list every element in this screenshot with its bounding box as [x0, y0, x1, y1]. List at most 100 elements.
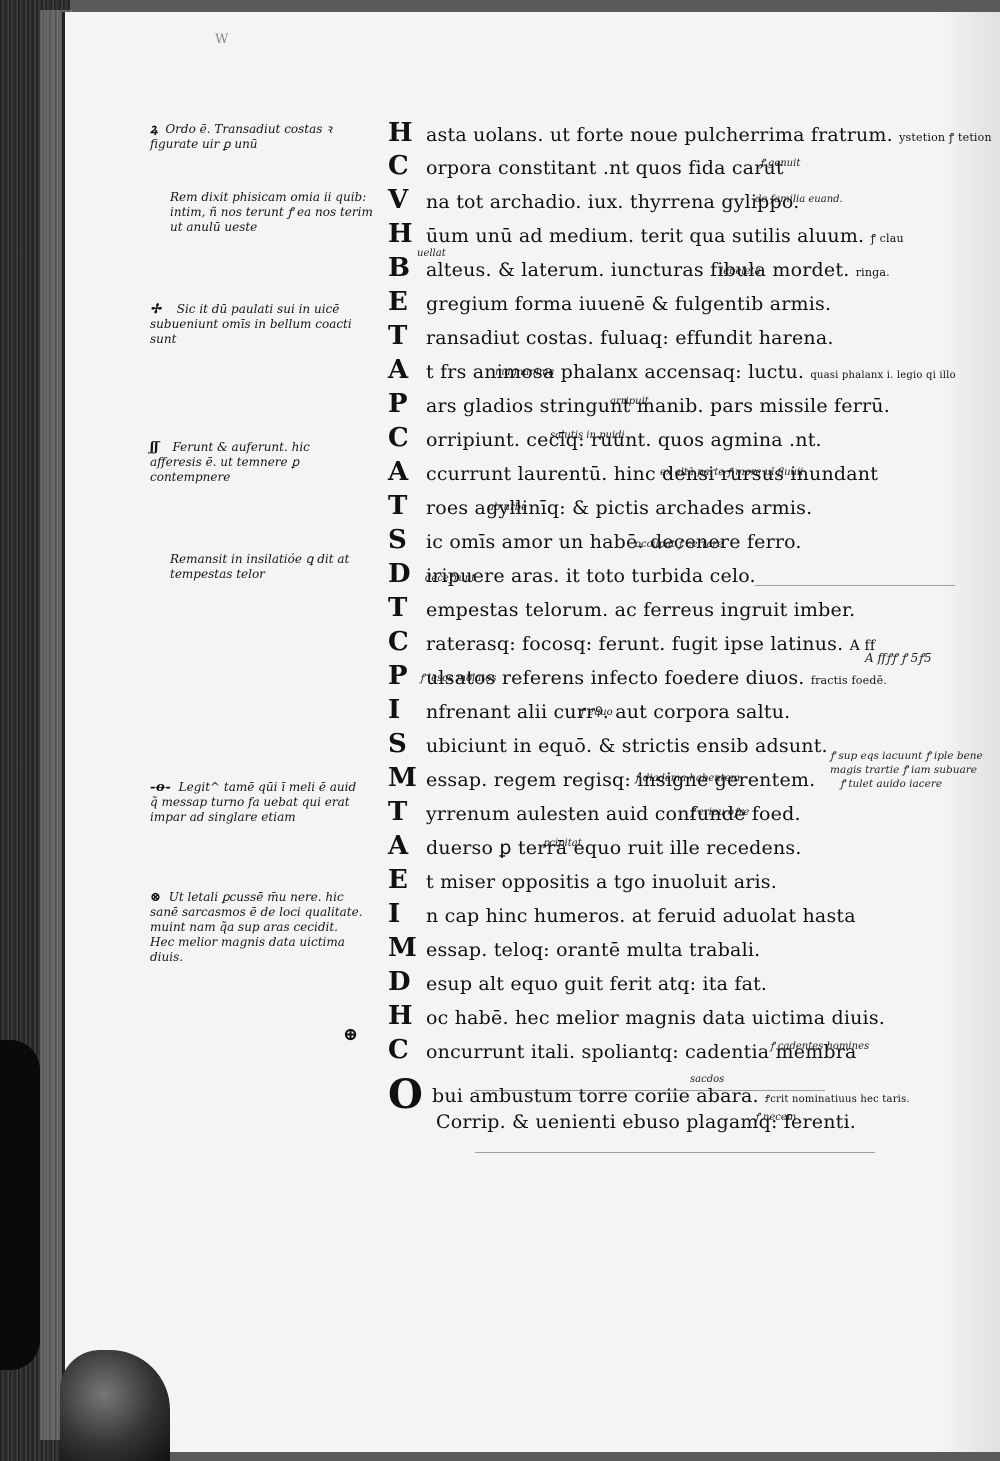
verse-tail: Ꝭcrit nominatiuus hec taris.	[764, 1094, 910, 1105]
verse-tail: quasi phalanx i. legio qi illo	[810, 370, 956, 381]
verse-initial: C	[388, 1035, 409, 1065]
ruling-line	[475, 1152, 875, 1153]
right-margin-gloss: ꝭ tulet auido iacere	[840, 778, 943, 790]
verse-text: roes agyllinīq: & pictis archades armis.	[426, 497, 813, 519]
verse-text: ulsatos referens infecto foedere diuos.	[426, 667, 805, 689]
interlinear-gloss: deceꝭrunt	[425, 573, 476, 584]
interlinear-gloss: lebeleta	[720, 266, 761, 277]
ruling-line	[475, 1090, 825, 1091]
verse-initial: H	[388, 1001, 413, 1031]
margin-mark: ⊕	[343, 1024, 359, 1045]
verse-text: bui ambustum torre coriie abara.	[432, 1085, 759, 1107]
verse-initial: C	[388, 423, 409, 453]
verse-tail: ꝭ clau	[870, 232, 904, 245]
interlinear-gloss: ꝭ eripu oꝭre	[690, 807, 750, 818]
interlinear-gloss: salutis in puidi	[550, 430, 625, 441]
verse-text: duerso ꝑ terrā equo ruit ille recedens.	[426, 837, 802, 859]
interlinear-gloss: de familia euand.	[755, 194, 843, 205]
verse-initial: A	[388, 355, 409, 385]
verse-initial: D	[388, 967, 411, 997]
right-margin-gloss: A ffꝭꝭ ꝭ 5ꝭ5	[865, 651, 932, 665]
verse-initial: P	[388, 661, 408, 691]
margin-note: ✢ Sic it dū paulati sui in uicē subueniu…	[150, 302, 365, 347]
interlinear-gloss: ex altā parte ꝭ more uī fluuii	[660, 467, 804, 478]
verse-text: alteus. & laterum. iuncturas fibula mord…	[426, 259, 850, 281]
interlinear-gloss: arripuit	[610, 396, 649, 407]
verse-text: raterasq: focosq: ferunt. fugit ipse lat…	[426, 633, 844, 655]
margin-mark: ⊗	[150, 890, 161, 905]
verse-initial: E	[388, 287, 409, 317]
holding-hand-left	[0, 1040, 40, 1370]
verse-initial: E	[388, 865, 409, 895]
verse-text: essap. regem regisq: insigne gerentem.	[426, 769, 816, 791]
verse-text: gregium forma iuuenē & fulgentib armis.	[426, 293, 832, 315]
verse-text: ransadiut costas. fuluaq: effundit haren…	[426, 327, 834, 349]
verse-text: na tot archadio. iux. thyrrena gylippo.	[426, 191, 800, 213]
interlinear-gloss: ꝭ equo	[580, 707, 613, 718]
verse-text: ūum unū ad medium. terit qua sutilis alu…	[426, 225, 865, 247]
interlinear-gloss: sacdos	[690, 1074, 725, 1085]
interlinear-gloss: ꝭ diadema habentem	[635, 773, 741, 784]
verse-text: orripiunt. cecīq: ruunt. quos agmina .nt…	[426, 429, 822, 451]
verse-text: ubiciunt in equō. & strictis ensib adsun…	[426, 735, 828, 757]
verse-initial: H	[388, 118, 413, 148]
verse-text: oncurrunt itali. spoliantq: cadentia mem…	[426, 1041, 857, 1063]
verse-initial: V	[388, 185, 409, 215]
right-margin-gloss: ꝭ sup eqs iacuunt ꝭ iple bene	[830, 750, 983, 762]
verse-initial: I	[388, 695, 401, 725]
verse-initial: A	[388, 457, 409, 487]
verse-tail: ringa.	[855, 266, 890, 279]
interlinear-gloss: ꝭ genuit	[760, 158, 801, 169]
interlinear-gloss: uellat	[417, 248, 446, 259]
margin-note-text: Ferunt & auferunt. hic afferesis ē. ut t…	[150, 440, 310, 484]
verse-text: ccurrunt laurentū. hinc densi rursus inu…	[426, 463, 879, 485]
interlinear-gloss: ab urbe	[488, 502, 528, 513]
verse-text: ars gladios stringunt manib. pars missil…	[426, 395, 890, 417]
interlinear-gloss: occupat ꝭ certare	[635, 539, 724, 550]
verse-initial: B	[388, 253, 411, 283]
verse-initial: T	[388, 797, 408, 827]
margin-note-text: Ut letali ꝑcussē̄ m̄u nere. hic sanē sar…	[150, 890, 363, 964]
verse-text: nfrenant alii currꝰ. aut corpora saltu.	[426, 701, 791, 723]
ruling-line	[755, 585, 955, 586]
margin-note: -ꝋ- Legit^ tamē qūi ī meli ē auid q̃ mes…	[150, 780, 365, 825]
verse-initial: T	[388, 491, 408, 521]
verse-initial: M	[388, 933, 417, 963]
right-margin-gloss: magis trartie ꝭ iam subuare	[830, 764, 978, 776]
verse-text: oc habē. hec melior magnis data uictima …	[426, 1007, 886, 1029]
verse-tail: A ff	[849, 638, 876, 654]
page-corner-mark: W	[215, 32, 229, 47]
verse-text: n cap hinc humeros. at feruid aduolat ha…	[426, 905, 856, 927]
margin-mark: -ꝋ-	[150, 780, 171, 795]
interlinear-gloss: ꝑcipitat	[543, 838, 582, 849]
verse-initial: T	[388, 593, 408, 623]
margin-note-text: Ordo ē. Transadiut costas ꝛ figurate uir…	[150, 122, 332, 151]
interlinear-gloss: ꝭ lesos molatos	[420, 673, 497, 684]
margin-mark: ꝝ	[150, 122, 158, 137]
margin-note-text: Remansit in insilatióe ꝗ dit at tempesta…	[170, 552, 350, 581]
interlinear-gloss: magnanima	[495, 367, 555, 378]
verse-text: yrrenum aulesten auid confunde foed.	[426, 803, 801, 825]
verse-tail: ystetion ꝭ tetion	[899, 131, 992, 144]
verse-initial: D	[388, 559, 411, 589]
